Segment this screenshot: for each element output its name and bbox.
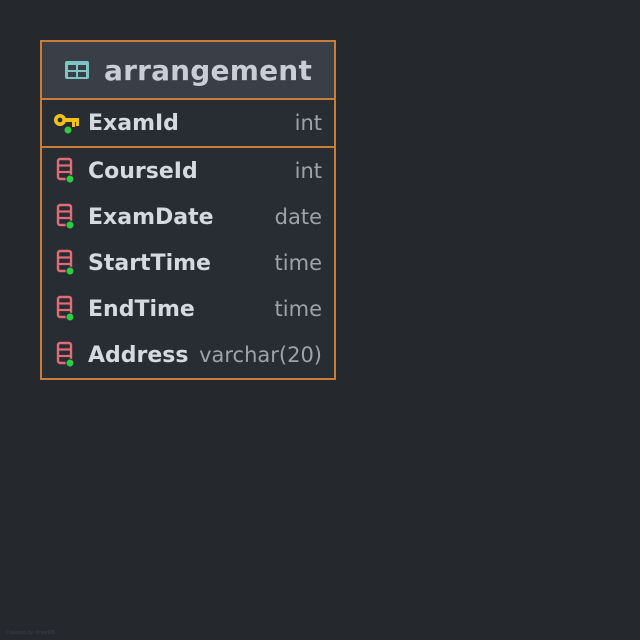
table-header[interactable]: arrangement bbox=[42, 42, 334, 100]
column-type: int bbox=[294, 159, 322, 183]
column-type: time bbox=[274, 297, 322, 321]
column-name: ExamId bbox=[88, 110, 179, 136]
column-type: time bbox=[274, 251, 322, 275]
column-type: int bbox=[294, 111, 322, 135]
column-name: EndTime bbox=[88, 296, 195, 322]
column-icon bbox=[56, 203, 75, 230]
column-row[interactable]: CourseId int bbox=[42, 148, 334, 194]
column-row-primary-key[interactable]: ExamId int bbox=[42, 100, 334, 148]
column-type: varchar(20) bbox=[199, 343, 322, 367]
column-type: date bbox=[274, 205, 322, 229]
column-row[interactable]: ExamDate date bbox=[42, 194, 334, 240]
column-icon bbox=[56, 157, 75, 184]
column-row[interactable]: StartTime time bbox=[42, 240, 334, 286]
column-row[interactable]: Address varchar(20) bbox=[42, 332, 334, 378]
column-name: CourseId bbox=[88, 158, 198, 184]
key-icon bbox=[54, 114, 79, 135]
column-icon bbox=[56, 295, 75, 322]
table-name: arrangement bbox=[103, 53, 313, 87]
column-name: Address bbox=[88, 342, 189, 368]
column-icon bbox=[56, 249, 75, 276]
watermark: Created by drawDB bbox=[6, 630, 55, 636]
column-row[interactable]: EndTime time bbox=[42, 286, 334, 332]
table-icon bbox=[64, 61, 89, 79]
column-name: ExamDate bbox=[88, 204, 214, 230]
column-icon bbox=[56, 341, 75, 368]
column-name: StartTime bbox=[88, 250, 211, 276]
entity-table-arrangement[interactable]: arrangement ExamId int CourseId int bbox=[40, 40, 336, 380]
